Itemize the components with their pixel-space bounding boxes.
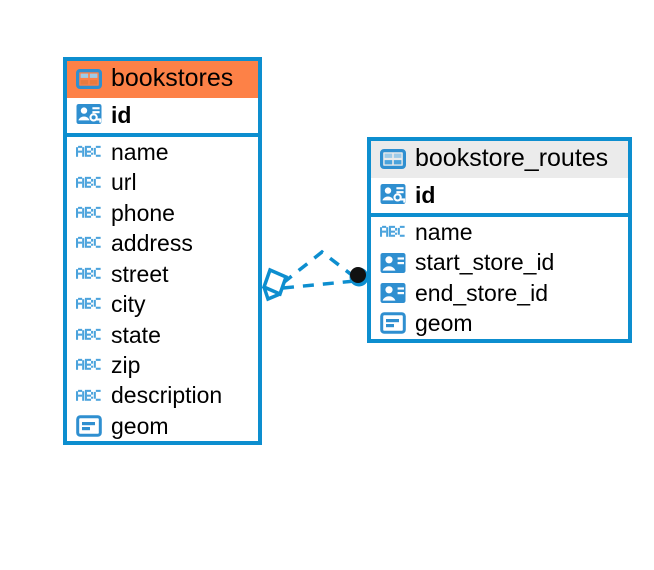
- field-label: street: [111, 260, 169, 287]
- primary-key-icon: [76, 103, 102, 127]
- abc-text-icon: [76, 236, 102, 250]
- field-label: id: [111, 101, 132, 128]
- entity-title-label: bookstores: [111, 64, 234, 92]
- abc-text-icon: [76, 206, 102, 220]
- field-label: name: [111, 138, 169, 165]
- entity-header-bookstore-routes[interactable]: bookstore_routes: [371, 141, 628, 178]
- table-icon: [76, 68, 102, 89]
- relationship-line-lower: [282, 279, 356, 290]
- field-list-bookstores: id nam: [67, 98, 258, 442]
- field-label: id: [415, 181, 436, 208]
- entity-bookstores[interactable]: bookstores id: [63, 57, 262, 446]
- field-row-geom[interactable]: geom: [371, 308, 628, 338]
- abc-text-icon: [76, 328, 102, 342]
- abc-text-icon: [76, 297, 102, 311]
- entity-bookstore-routes[interactable]: bookstore_routes id: [367, 137, 632, 343]
- field-label: address: [111, 230, 193, 257]
- field-row-state[interactable]: state: [67, 320, 258, 350]
- abc-text-icon: [76, 176, 102, 190]
- field-label: city: [111, 291, 146, 318]
- field-row-id[interactable]: id: [67, 98, 258, 137]
- abc-text-icon: [76, 358, 102, 372]
- entity-header-bookstores[interactable]: bookstores: [67, 61, 258, 98]
- abc-text-icon: [76, 145, 102, 159]
- field-label: end_store_id: [415, 279, 548, 306]
- foreign-key-icon: [380, 252, 406, 274]
- field-row-start-store-id[interactable]: start_store_id: [371, 247, 628, 277]
- field-row-name[interactable]: name: [371, 217, 628, 247]
- field-row-city[interactable]: city: [67, 289, 258, 319]
- field-label: state: [111, 321, 161, 348]
- field-row-id[interactable]: id: [371, 178, 628, 217]
- geometry-icon: [76, 415, 102, 437]
- table-icon: [380, 148, 406, 169]
- field-label: description: [111, 382, 223, 409]
- primary-key-icon: [380, 183, 406, 207]
- abc-text-icon: [380, 225, 406, 239]
- filled-circle-marker: [349, 267, 369, 287]
- field-label: geom: [111, 412, 169, 439]
- abc-text-icon: [76, 389, 102, 403]
- field-label: phone: [111, 199, 175, 226]
- field-label: start_store_id: [415, 249, 555, 276]
- field-row-street[interactable]: street: [67, 259, 258, 289]
- entity-title-label: bookstore_routes: [415, 144, 609, 172]
- abc-text-icon: [76, 267, 102, 281]
- field-label: zip: [111, 352, 141, 378]
- field-row-name[interactable]: name: [67, 137, 258, 167]
- field-label: name: [415, 218, 473, 245]
- field-row-description[interactable]: description: [67, 380, 258, 410]
- field-label: geom: [415, 310, 473, 337]
- field-label: url: [111, 169, 137, 196]
- foreign-key-icon: [380, 282, 406, 304]
- diamond-marker: [261, 267, 289, 302]
- field-list-bookstore-routes: id nam: [371, 178, 628, 339]
- field-row-phone[interactable]: phone: [67, 198, 258, 228]
- field-row-end-store-id[interactable]: end_store_id: [371, 278, 628, 308]
- field-row-geom[interactable]: geom: [67, 411, 258, 441]
- field-row-zip[interactable]: zip: [67, 350, 258, 380]
- field-row-url[interactable]: url: [67, 167, 258, 197]
- relationship-line-upper: [281, 249, 359, 285]
- geometry-icon: [380, 312, 406, 335]
- field-row-address[interactable]: address: [67, 228, 258, 258]
